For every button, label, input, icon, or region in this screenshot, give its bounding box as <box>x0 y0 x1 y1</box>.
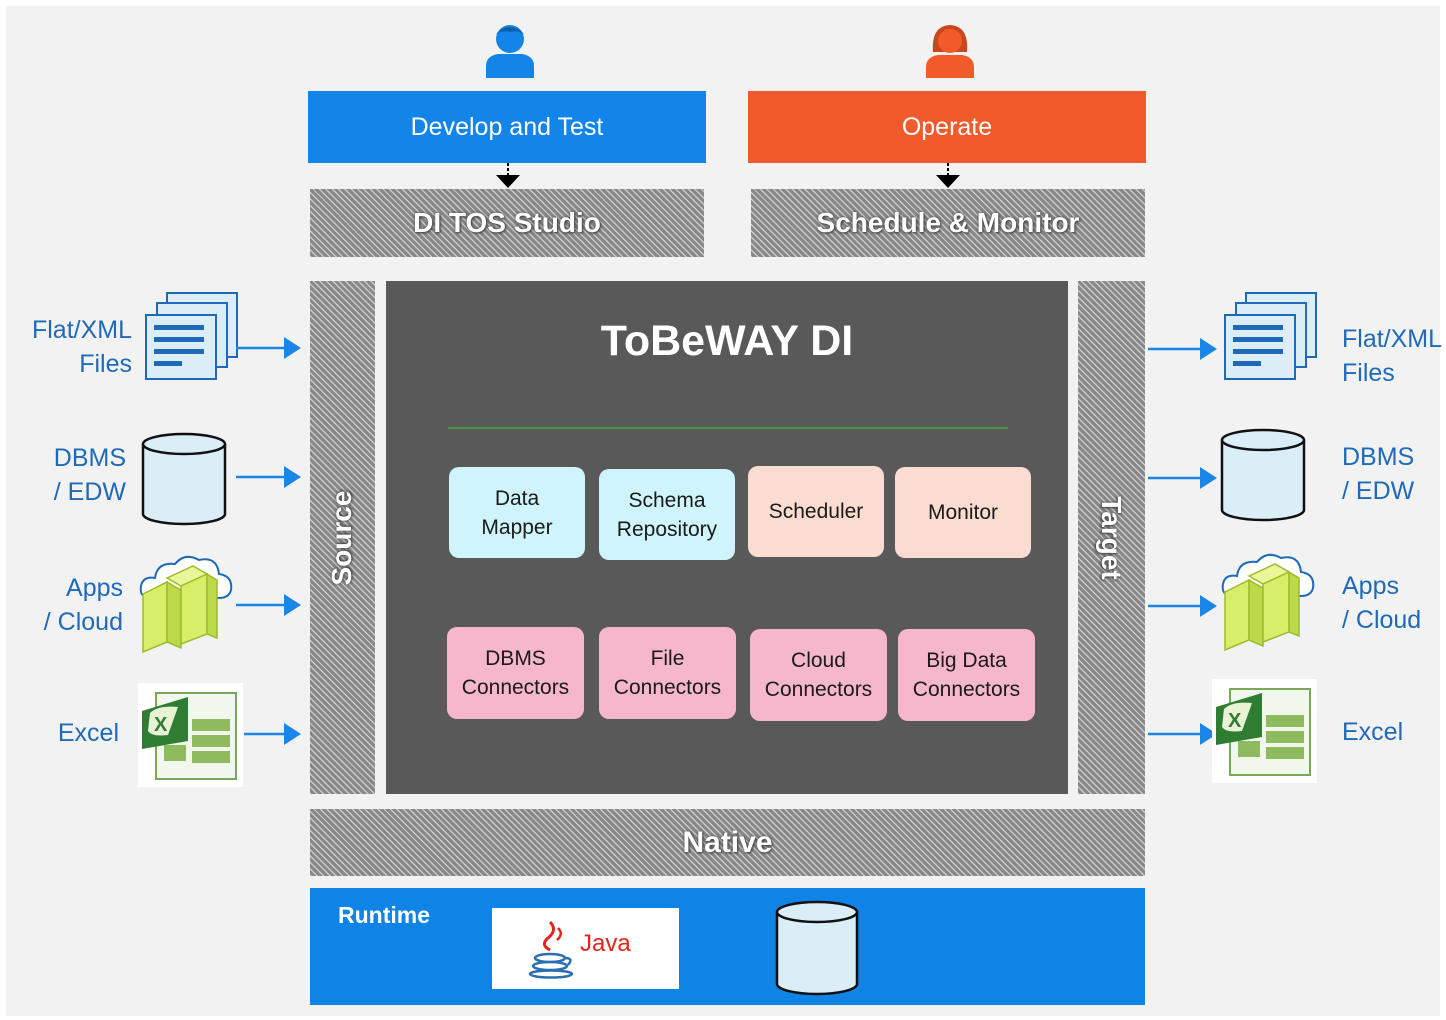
module-monitor: Monitor <box>895 467 1031 558</box>
module-cloud-connectors: Cloud Connectors <box>750 629 887 721</box>
arrow-right-icon <box>244 723 301 745</box>
developer-person-icon <box>486 25 534 78</box>
arrow-right-icon <box>1148 723 1217 745</box>
cloud-server-icon <box>139 555 233 654</box>
document-stack-icon <box>1224 292 1317 380</box>
target-label-dbms: DBMS / EDW <box>1342 443 1415 505</box>
module-scheduler: Scheduler <box>748 466 884 557</box>
excel-icon: X <box>1212 679 1317 783</box>
arrow-right-icon <box>1148 595 1217 617</box>
java-logo-icon: Java <box>492 908 679 989</box>
arrow-right-icon <box>236 466 301 488</box>
arrow-right-icon <box>236 594 301 616</box>
module-schema-repository: Schema Repository <box>599 469 735 560</box>
arrow-down-icon <box>936 163 960 188</box>
module-data-mapper: Data Mapper <box>449 467 585 558</box>
develop-and-test-button: Develop and Test <box>308 91 706 163</box>
source-label-excel: Excel <box>57 719 119 747</box>
source-label-flat-xml: Flat/XML Files <box>31 316 132 378</box>
target-label-flat-xml: Flat/XML Files <box>1342 325 1443 387</box>
source-label-apps: Apps / Cloud <box>43 574 123 636</box>
database-icon <box>775 900 859 996</box>
arrow-right-icon <box>236 337 301 359</box>
target-label-apps: Apps / Cloud <box>1342 572 1422 634</box>
database-icon <box>141 432 227 526</box>
document-stack-icon <box>145 292 238 380</box>
di-tos-studio-bar: DI TOS Studio <box>310 189 704 257</box>
native-bar: Native <box>310 809 1145 876</box>
runtime-panel: Runtime Java <box>310 888 1145 1005</box>
core-title: ToBeWAY DI <box>600 317 854 365</box>
runtime-title: Runtime <box>338 902 430 928</box>
arrow-right-icon <box>1148 467 1217 489</box>
java-label: Java <box>580 930 631 957</box>
divider-line <box>448 427 1008 429</box>
module-big-data-connectors: Big Data Connectors <box>898 629 1035 721</box>
module-dbms-connectors: DBMS Connectors <box>447 627 584 719</box>
operator-person-icon <box>926 25 974 78</box>
target-label: Target <box>1096 496 1127 580</box>
svg-text:X: X <box>154 714 168 736</box>
excel-icon: X <box>138 683 243 787</box>
target-label-excel: Excel <box>1342 718 1404 746</box>
arrow-right-icon <box>1148 338 1217 360</box>
module-file-connectors: File Connectors <box>599 627 736 719</box>
cloud-server-icon <box>1221 553 1315 652</box>
schedule-monitor-bar: Schedule & Monitor <box>751 189 1145 257</box>
database-icon <box>1220 428 1306 522</box>
svg-text:X: X <box>1228 710 1242 732</box>
tobeway-di-core: ToBeWAY DI Data Mapper Schema Repository… <box>386 281 1068 794</box>
source-label-dbms: DBMS / EDW <box>53 444 126 506</box>
source-bar <box>310 281 375 794</box>
target-bar <box>1078 281 1145 794</box>
arrow-down-icon <box>496 163 520 188</box>
source-label: Source <box>326 490 357 586</box>
operate-button: Operate <box>748 91 1146 163</box>
java-cup-icon <box>528 920 574 979</box>
